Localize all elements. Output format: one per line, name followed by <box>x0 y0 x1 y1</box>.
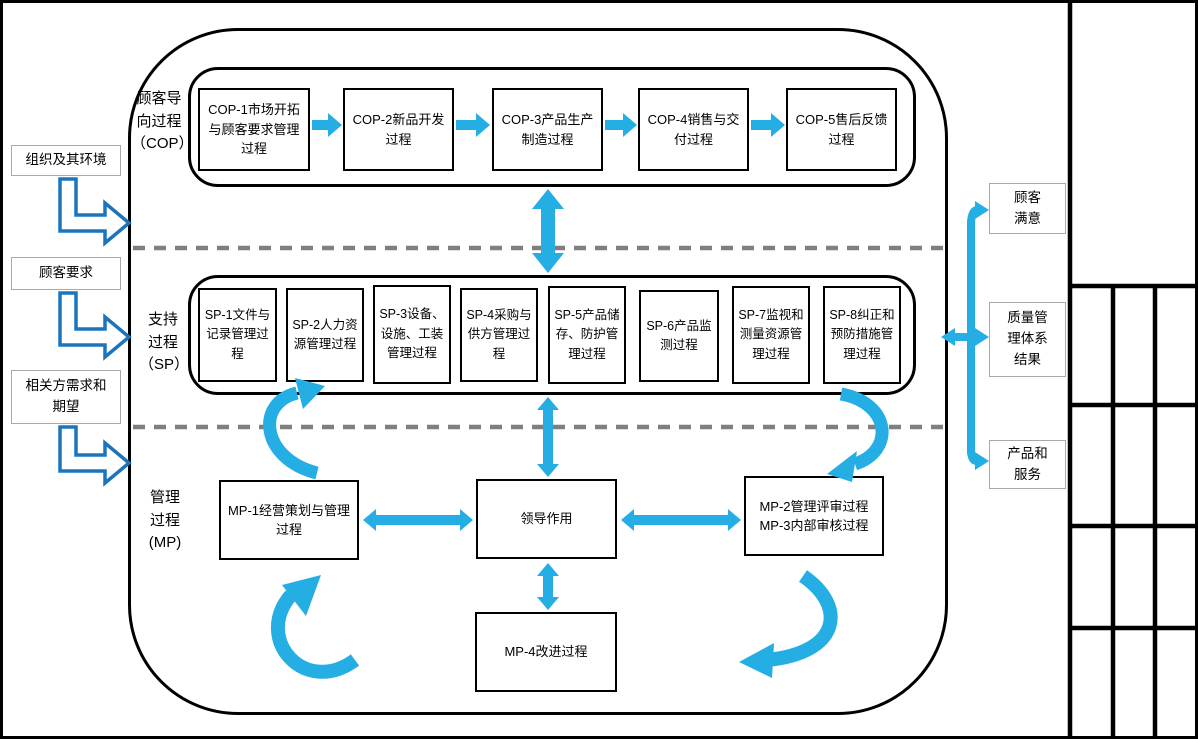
form-grid <box>1067 3 1195 736</box>
output-qms-results-box: 质量管 理体系 结果 <box>989 302 1066 377</box>
input-customer-requirements-box: 顾客要求 <box>11 257 121 290</box>
input-interested-parties-box: 相关方需求和 期望 <box>11 370 121 424</box>
sp1-box: SP-1文件与记录管理过程 <box>198 288 277 382</box>
input-elbow-arrow-3-icon <box>58 425 132 487</box>
sp4-box: SP-4采购与供方管理过程 <box>460 288 538 382</box>
cop2-box: COP-2新品开发过程 <box>343 88 454 171</box>
output-arrowhead-customer-satisfaction-icon <box>975 201 989 219</box>
output-arrowhead-qms-results-icon <box>975 328 989 346</box>
output-connector-bottom-hook <box>967 448 978 465</box>
cop1-box: COP-1市场开拓与顾客要求管理过程 <box>198 88 310 171</box>
mp2-mp3-box: MP-2管理评审过程 MP-3内部审核过程 <box>744 476 884 556</box>
system-boundary-outline <box>128 28 948 715</box>
output-customer-satisfaction-box: 顾客 满意 <box>989 183 1066 234</box>
input-elbow-arrow-2-icon <box>58 291 132 361</box>
sp8-box: SP-8纠正和预防措施管理过程 <box>823 286 901 384</box>
leadership-box: 领导作用 <box>476 479 617 559</box>
mp4-box: MP-4改进过程 <box>475 612 617 692</box>
cop4-box: COP-4销售与交付过程 <box>638 88 749 171</box>
cop3-box: COP-3产品生产制造过程 <box>492 88 603 171</box>
sp-band-label: 支持 过程 （SP） <box>139 311 190 373</box>
output-arrowhead-products-services-icon <box>975 452 989 470</box>
sp2-box: SP-2人力资源管理过程 <box>286 288 364 382</box>
mp1-box: MP-1经营策划与管理过程 <box>219 480 359 560</box>
cop-band-label: 顾客导 向过程 （COP） <box>131 90 194 152</box>
output-connector-top-hook <box>967 206 979 226</box>
sp7-box: SP-7监视和测量资源管理过程 <box>732 286 810 384</box>
sp6-box: SP-6产品监测过程 <box>639 290 719 382</box>
cop5-box: COP-5售后反馈过程 <box>786 88 897 171</box>
sp5-box: SP-5产品储存、防护管理过程 <box>548 286 626 384</box>
input-org-environment-box: 组织及其环境 <box>11 145 121 176</box>
mp-band-label: 管理 过程 (MP) <box>148 489 182 551</box>
output-products-services-box: 产品和 服务 <box>989 440 1066 489</box>
sp3-box: SP-3设备、设施、工装管理过程 <box>373 285 451 384</box>
input-elbow-arrow-1-icon <box>58 177 132 247</box>
